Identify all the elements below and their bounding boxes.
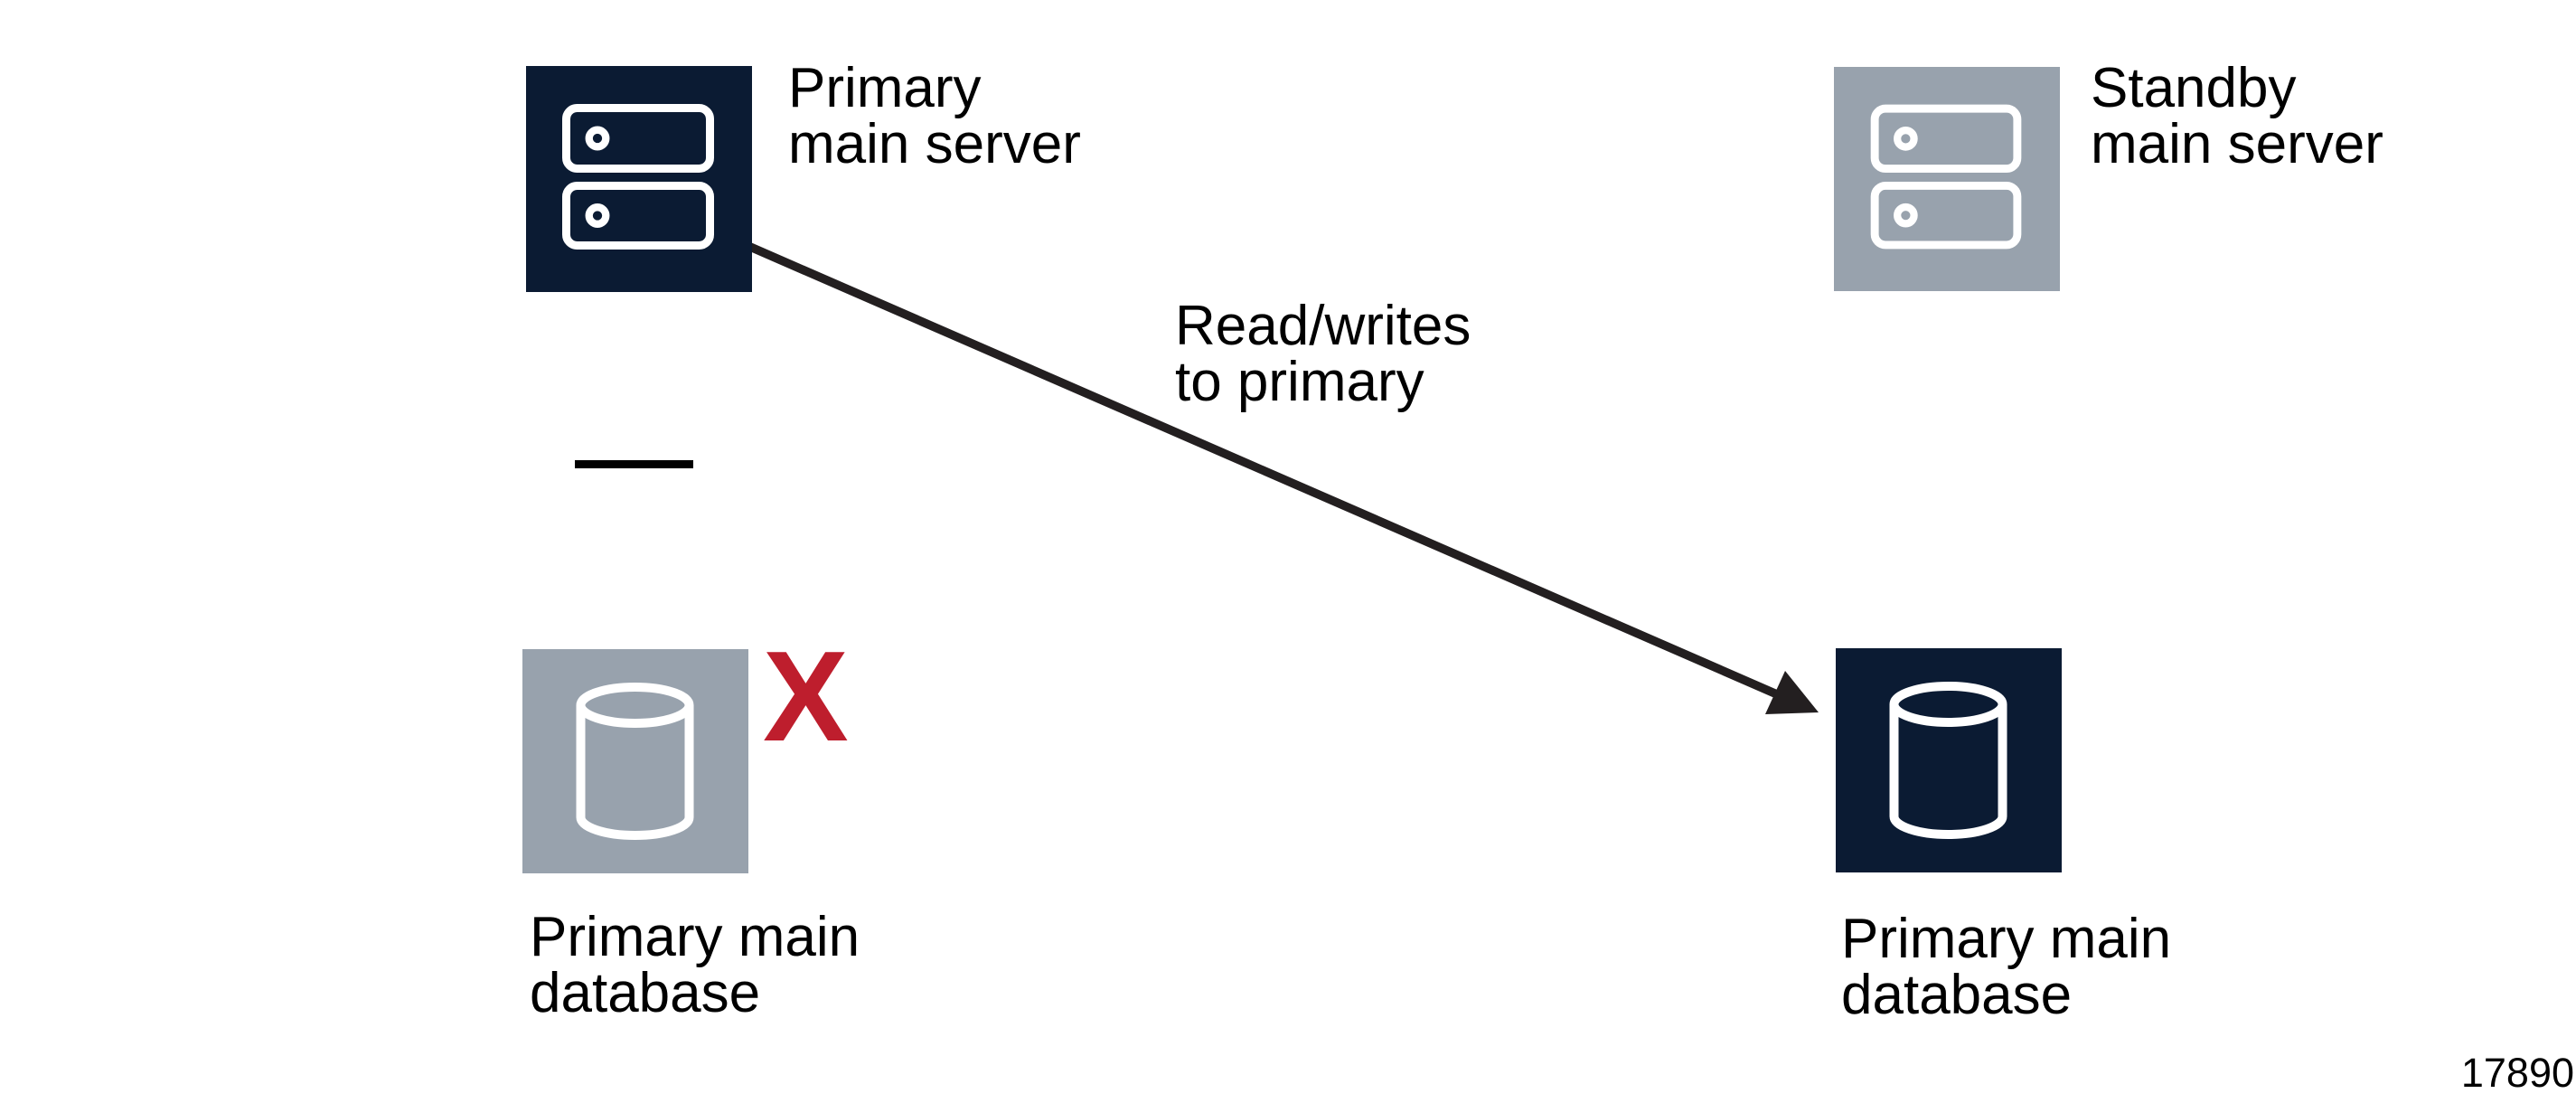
- readwrites-arrow-label: Read/writes to primary: [1175, 298, 1471, 410]
- label-line: Read/writes: [1175, 295, 1471, 357]
- server-icon: [1870, 104, 2022, 250]
- failure-x-mark: X: [763, 625, 849, 768]
- database-icon: [1889, 682, 2007, 839]
- label-line: Primary main: [1841, 908, 2172, 970]
- primary-main-server-icon: [526, 66, 752, 292]
- label-line: Primary main: [530, 906, 860, 968]
- database-icon: [576, 683, 694, 840]
- label-line: main server: [788, 113, 1081, 175]
- label-line: database: [1841, 964, 2073, 1026]
- failed-primary-main-database-icon: [522, 649, 748, 873]
- legend-line-sample: [575, 460, 693, 468]
- primary-main-server-label: Primary main server: [788, 61, 1081, 173]
- label-line: database: [530, 962, 761, 1024]
- failed-primary-main-database-label: Primary main database: [530, 910, 860, 1022]
- server-icon: [562, 104, 714, 250]
- label-line: main server: [2091, 113, 2383, 175]
- figure-number: 17890: [2460, 1050, 2574, 1096]
- standby-main-server-label: Standby main server: [2091, 61, 2383, 173]
- arrow-head: [1765, 671, 1819, 714]
- standby-main-server-icon: [1834, 67, 2060, 291]
- label-line: to primary: [1175, 351, 1424, 413]
- primary-main-database-icon: [1836, 648, 2062, 872]
- label-line: Standby: [2091, 57, 2297, 119]
- primary-main-database-label: Primary main database: [1841, 911, 2171, 1023]
- label-line: Primary: [788, 57, 982, 119]
